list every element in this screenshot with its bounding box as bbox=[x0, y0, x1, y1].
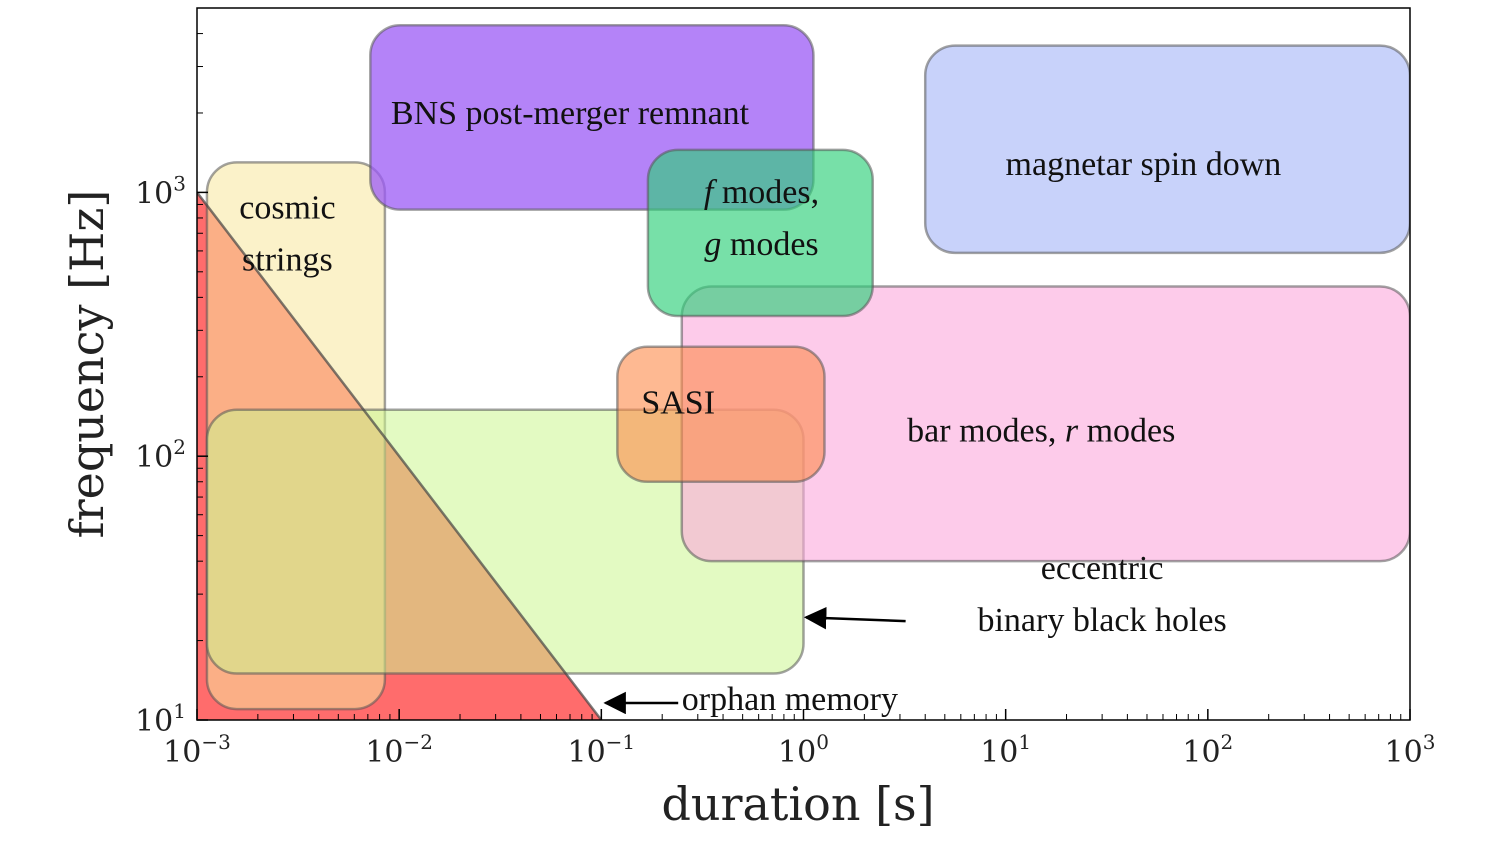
bns-post-merger-remnant-label: BNS post-merger remnant bbox=[391, 95, 750, 132]
x-tick-label: 103 bbox=[1385, 730, 1436, 770]
f-modes-g-modes-label: f modes, bbox=[704, 174, 819, 211]
f-modes-g-modes-region bbox=[646, 148, 874, 318]
labels-layer: cosmic strings BNS post-merger remnant magn… bbox=[239, 95, 1281, 718]
x-tick-label: 101 bbox=[980, 730, 1031, 770]
y-axis-title: frequency [Hz] bbox=[60, 190, 114, 539]
x-tick-label: 10−3 bbox=[163, 730, 231, 770]
sasi-label: SASI bbox=[641, 384, 715, 421]
x-tick-label: 10−1 bbox=[567, 730, 635, 770]
cosmic-strings-label: strings bbox=[242, 241, 333, 278]
f-modes-g-modes-label: g modes bbox=[704, 226, 818, 263]
y-tick-label: 103 bbox=[135, 171, 186, 211]
sasi-region bbox=[616, 345, 826, 484]
annotation-label: eccentric bbox=[1041, 550, 1164, 587]
y-tick-label: 102 bbox=[135, 435, 186, 475]
cosmic-strings-label: cosmic bbox=[239, 189, 335, 226]
annotation-label: binary black holes bbox=[977, 602, 1226, 639]
x-tick-label: 102 bbox=[1182, 730, 1233, 770]
annotation-arrow bbox=[803, 606, 906, 630]
y-tick-label: 101 bbox=[135, 699, 186, 739]
bar-modes-r-modes-label: bar modes, r modes bbox=[907, 413, 1175, 450]
regions-layer bbox=[197, 24, 1410, 720]
annotation-label: orphan memory bbox=[682, 681, 898, 718]
x-axis-title: duration [s] bbox=[661, 777, 934, 831]
axes-frame: 10−3 10−2 10−1 100 101 102 103 101 102 103 bbox=[135, 7, 1436, 770]
magnetar-spin-down-region bbox=[923, 44, 1410, 255]
orphan-memory-edge bbox=[197, 191, 603, 720]
magnetar-spin-down-label: magnetar spin down bbox=[1006, 146, 1282, 183]
x-tick-label: 100 bbox=[778, 730, 829, 770]
x-tick-label: 10−2 bbox=[365, 730, 433, 770]
